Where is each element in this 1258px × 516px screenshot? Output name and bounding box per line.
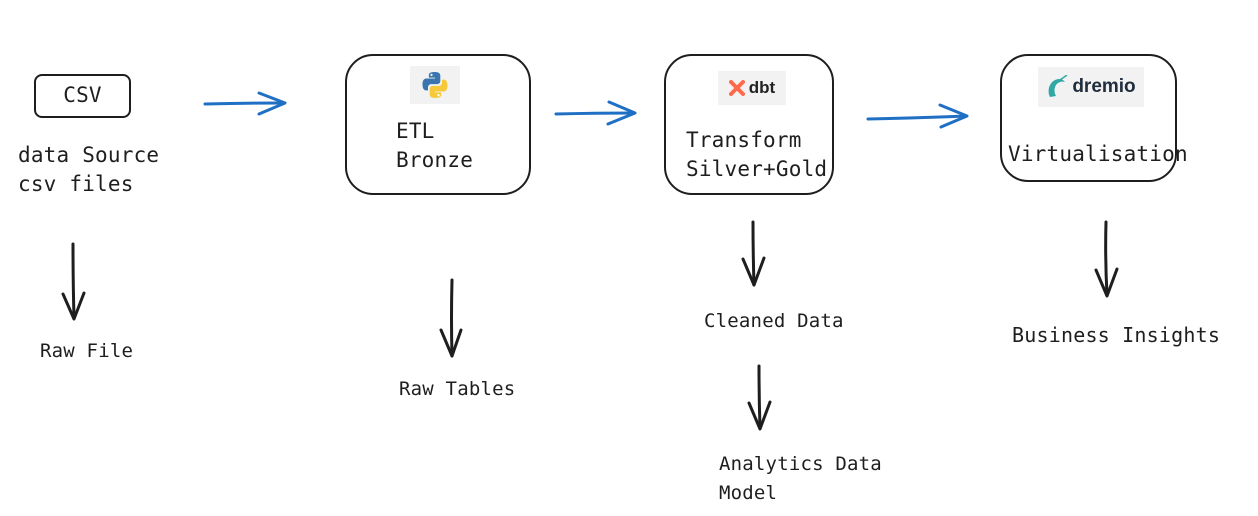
csv-caption-line2: csv files: [18, 172, 134, 196]
python-logo-icon: [410, 66, 460, 104]
down-arrow-dbt-2: [747, 364, 772, 431]
flow-arrow-csv-to-etl: [203, 91, 287, 116]
dremio-logo-text: dremio: [1072, 76, 1136, 97]
raw-tables-label: Raw Tables: [399, 378, 516, 400]
down-arrow-dremio: [1094, 220, 1119, 298]
flow-arrow-dbt-to-dremio: [866, 103, 969, 129]
csv-label: CSV: [63, 83, 102, 107]
down-arrow-csv: [61, 242, 86, 321]
etl-line2: Bronze: [396, 148, 474, 172]
etl-box: ETL Bronze: [345, 54, 531, 195]
analytics-data-line2: Model: [719, 482, 778, 504]
dbt-logo: dbt: [718, 71, 786, 105]
raw-file-label: Raw File: [40, 340, 134, 362]
dbt-logo-text: dbt: [748, 78, 776, 97]
down-arrow-dbt-1: [741, 220, 766, 287]
dremio-narwhal-icon: [1048, 75, 1068, 97]
dremio-logo: dremio: [1038, 67, 1144, 107]
dbt-box: dbt Transform Silver+Gold: [664, 54, 834, 195]
down-arrow-etl: [439, 278, 463, 358]
csv-box: CSV: [34, 74, 131, 118]
csv-caption-line1: data Source: [18, 143, 160, 167]
dbt-line1: Transform: [686, 128, 802, 152]
dbt-line2: Silver+Gold: [686, 157, 828, 181]
dremio-box: dremio Virtualisation: [1000, 54, 1188, 182]
dbt-x-icon: [728, 80, 745, 96]
business-insights-label: Business Insights: [1012, 323, 1221, 347]
dremio-line1: Virtualisation: [1008, 142, 1188, 166]
cleaned-data-label: Cleaned Data: [704, 310, 844, 332]
flow-arrow-etl-to-dbt: [554, 100, 637, 126]
analytics-data-line1: Analytics Data: [719, 453, 882, 475]
etl-line1: ETL: [396, 119, 435, 143]
